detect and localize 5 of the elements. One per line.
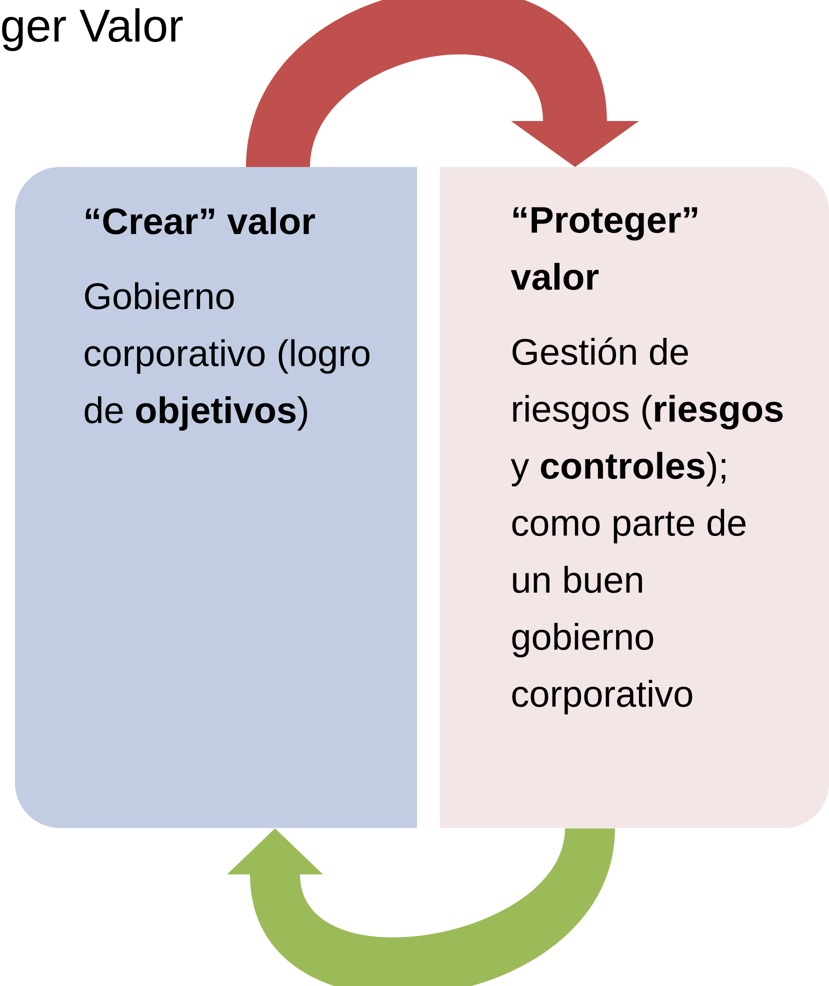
curved-arrow (227, 828, 615, 986)
curved-arrow (246, 0, 639, 167)
text-panel: “Crear” valor Gobierno corporativo (logro de objetivos) (15, 167, 417, 828)
text-panel: “Proteger” valor Gestión de riesgos (riesgos y controles); como parte de un buen gobierno corporativo (440, 167, 829, 828)
title: ger Valor (2, 8, 183, 52)
